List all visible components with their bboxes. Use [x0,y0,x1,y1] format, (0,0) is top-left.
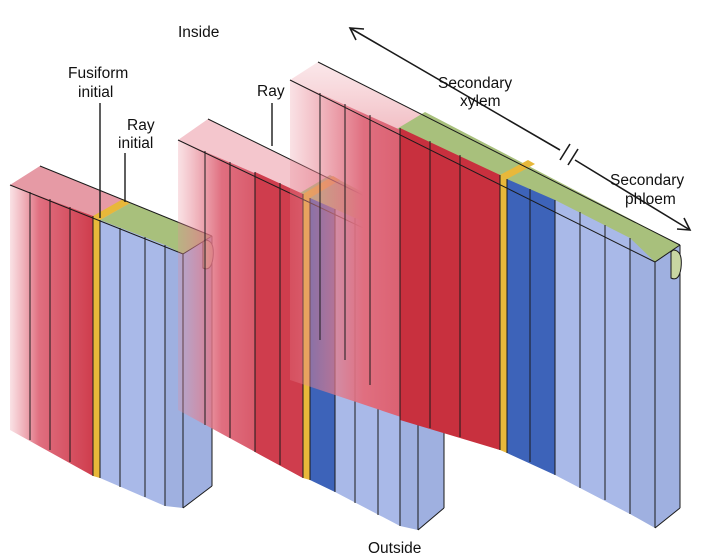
block-1-top-ray [93,199,130,220]
label-fusiform-initial-line2: initial [78,84,113,101]
arrow-break-marks [559,143,579,166]
block-1-ray-initial [93,216,100,478]
block-3-top-green [395,112,680,262]
label-outside: Outside [368,540,421,557]
block-3-phloem-face [555,200,630,514]
block-3-secondary-tissues [289,61,682,529]
block-3-curl [670,249,682,280]
label-secondary-phloem-line1: Secondary [610,172,684,189]
block-3-phloem-dark [507,179,555,475]
block-3-ray [500,175,507,453]
block-3-xylem-dark [400,128,500,450]
block-3-top-ray [500,160,535,179]
block-1-xylem-face [10,185,93,476]
phloem-arrow [574,159,692,231]
label-secondary-xylem-line1: Secondary [438,75,512,92]
block-1-phloem-face [100,220,165,506]
label-ray: Ray [257,83,285,100]
label-secondary-phloem-line2: phloem [625,191,676,208]
label-inside: Inside [178,24,219,41]
xylem-arrow [348,27,561,151]
label-ray-initial-line1: Ray [127,117,155,134]
label-fusiform-initial-line1: Fusiform [68,65,128,82]
label-ray-initial-line2: initial [118,135,153,152]
label-secondary-xylem-line2: xylem [460,93,500,110]
